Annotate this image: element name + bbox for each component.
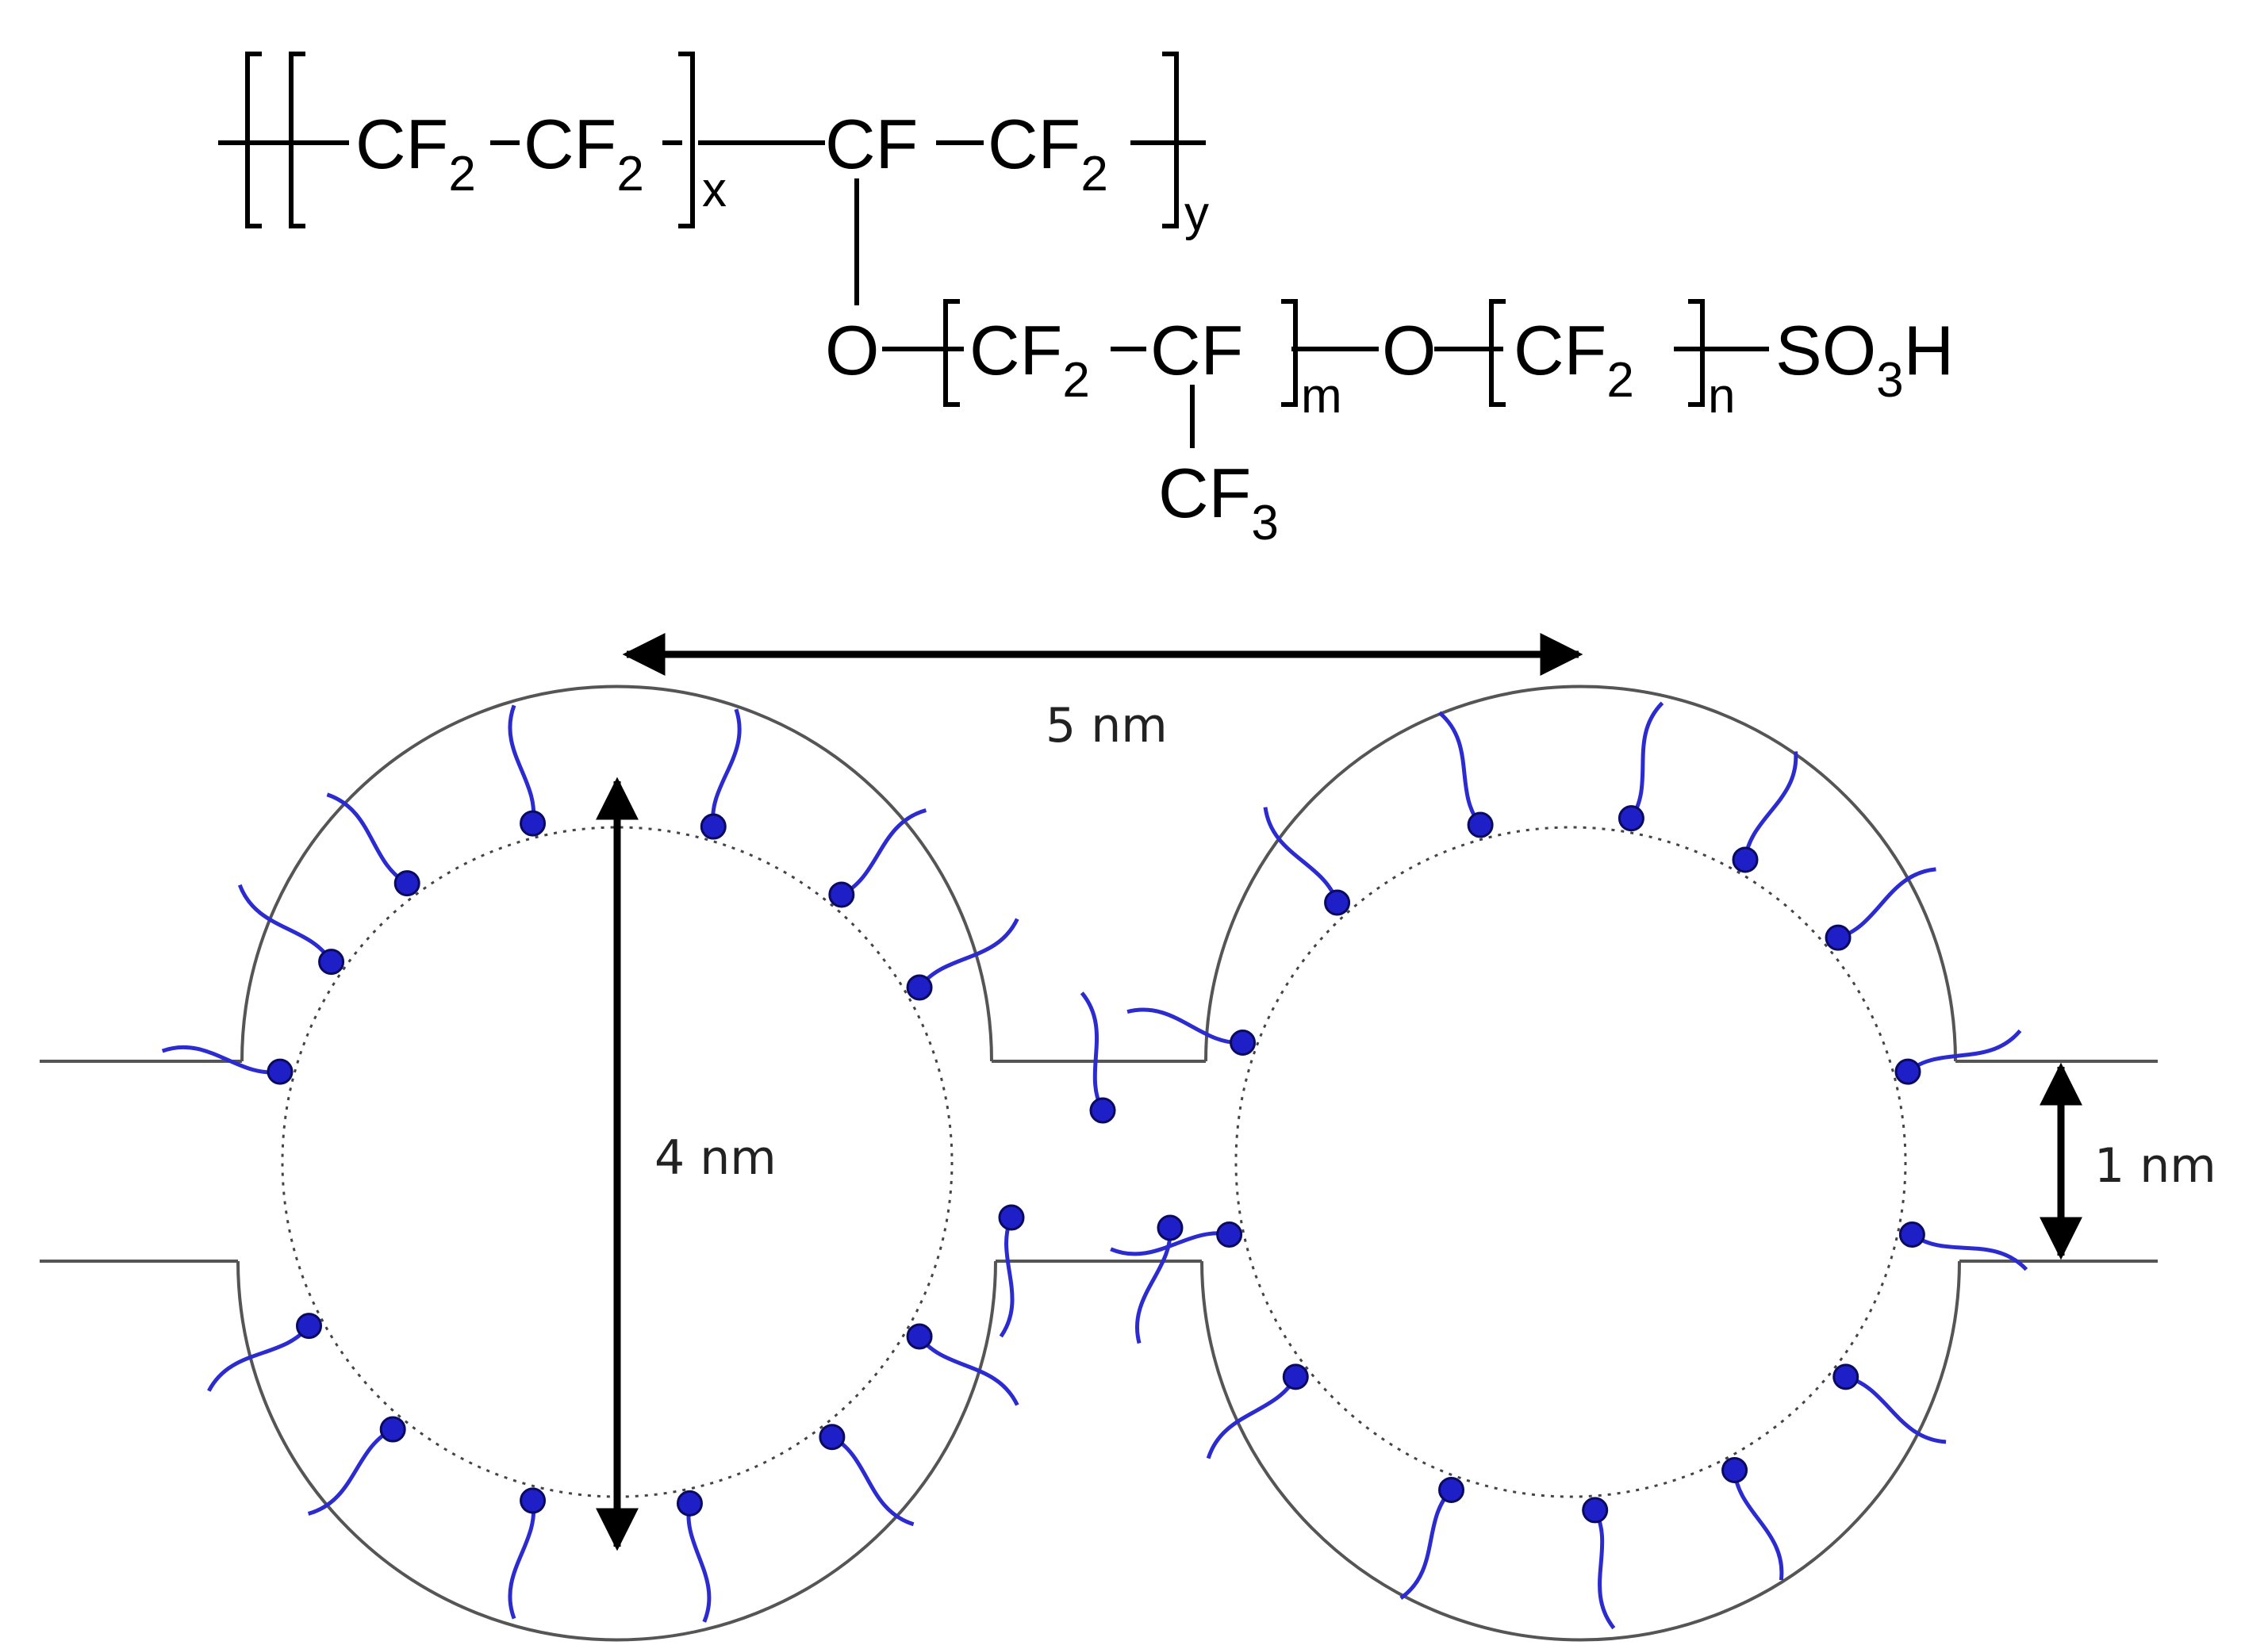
sulfonate-group-dot xyxy=(906,974,933,1001)
sidechain-tail xyxy=(207,1325,311,1392)
sidechain-tail xyxy=(711,708,742,827)
sulfonate-group-dot xyxy=(318,949,345,976)
sidechain-tail xyxy=(1910,1233,2028,1271)
sulfonate-group-dot xyxy=(1582,1497,1609,1524)
side-bracket-n-left xyxy=(1489,299,1506,407)
inner-bracket-left xyxy=(289,52,305,228)
atom-cf2-side: CF2 xyxy=(969,311,1090,408)
left-cluster-outline-top xyxy=(240,685,993,1062)
inner-water-boundaries xyxy=(281,826,1907,1498)
sulfonate-group-dot xyxy=(1894,1058,1921,1085)
sidechains xyxy=(161,701,2028,1630)
sulfonate-group-dot xyxy=(1825,924,1852,951)
sidechain-tail xyxy=(1399,1488,1453,1600)
sulfonate-group-dot xyxy=(1324,889,1351,916)
sulfonate-group-dot xyxy=(819,1424,846,1451)
side-bracket-m-left xyxy=(943,299,960,407)
sulfonate-group-dot xyxy=(998,1204,1025,1231)
channel-width-label: 1 nm xyxy=(2094,1138,2216,1194)
repeat-label-m: m xyxy=(1301,369,1342,424)
atom-oxygen-1: O xyxy=(825,311,879,389)
sidechain-tail xyxy=(1437,711,1483,826)
right-cluster-outline-bottom xyxy=(1200,1260,1961,1642)
sulfonate-group-dot xyxy=(1732,846,1759,873)
sidechain-tail xyxy=(1126,1007,1243,1045)
sulfonate-group-dot xyxy=(393,870,420,897)
sidechain-tail xyxy=(1263,807,1339,903)
atom-cf2-c: CF2 xyxy=(988,105,1108,201)
sidechain-tail xyxy=(307,1427,394,1516)
sidechain-tail xyxy=(1733,1470,1784,1581)
chemical-structure xyxy=(218,52,1769,448)
atom-cf-branch: CF xyxy=(825,105,918,183)
sulfonate-group-dot xyxy=(267,1058,294,1085)
sulfonate-group-dot xyxy=(1438,1476,1465,1503)
sulfonate-group-dot xyxy=(1230,1030,1257,1057)
sidechain-tail xyxy=(686,1502,712,1623)
sulfonate-group-dot xyxy=(828,881,855,908)
cluster-network xyxy=(40,685,2158,1642)
sulfonate-group-dot xyxy=(1898,1221,1925,1248)
sulfonate-group-dot xyxy=(1467,811,1494,838)
sulfonate-group-dot xyxy=(1157,1214,1184,1241)
atom-cf-side: CF xyxy=(1150,311,1243,389)
end-group-so3h: SO3H xyxy=(1775,311,1954,408)
sidechain-tail xyxy=(1629,701,1664,820)
sidechain-tail xyxy=(508,704,536,824)
sidechain-tail xyxy=(831,1435,915,1527)
sulfonate-group-dot xyxy=(1282,1363,1309,1390)
sidechain-tail xyxy=(1743,751,1798,861)
repeat-label-x: x xyxy=(702,163,727,217)
sulfonate-group-dot xyxy=(296,1313,323,1340)
right-cluster-outline-top xyxy=(1204,685,1957,1062)
sidechain-tail xyxy=(237,884,333,963)
sidechain-tail xyxy=(508,1500,536,1620)
sidechain-tail xyxy=(326,792,409,885)
atom-cf2-n: CF2 xyxy=(1514,311,1634,408)
right-cluster-inner-boundary xyxy=(1234,826,1907,1498)
pendant-cf3: CF3 xyxy=(1158,454,1279,550)
sulfonate-group-dot xyxy=(1089,1097,1116,1124)
atom-cf2-b: CF2 xyxy=(524,105,644,201)
sidechain-tail xyxy=(1135,1227,1172,1344)
sidechain-tail xyxy=(1906,1029,2022,1074)
sulfonate-group-dot xyxy=(700,813,727,840)
outer-bracket-left xyxy=(245,52,262,228)
repeat-label-n: n xyxy=(1708,369,1735,424)
repeat-label-y: y xyxy=(1184,186,1209,241)
sidechain-tail xyxy=(918,1335,1019,1406)
side-bracket-m-right xyxy=(1281,299,1298,407)
atom-oxygen-2: O xyxy=(1382,311,1436,389)
sulfonate-group-dot xyxy=(906,1323,933,1350)
sidechain-tail xyxy=(840,808,927,897)
spacing-label: 5 nm xyxy=(1046,698,1168,754)
sidechain-tail xyxy=(1110,1231,1230,1256)
dimension-arrows xyxy=(596,633,2082,1551)
chemical-labels: CF2 CF2 x CF CF2 y O CF2 CF m O CF2 n SO… xyxy=(355,105,1954,550)
sidechain-tail xyxy=(1837,867,1936,940)
sulfonate-group-dot xyxy=(379,1416,406,1443)
inner-bracket-right xyxy=(678,52,695,228)
diameter-label: 4 nm xyxy=(654,1130,777,1186)
sidechain-tail xyxy=(161,1045,281,1075)
sulfonate-group-dot xyxy=(676,1490,703,1517)
left-cluster-outline-bottom xyxy=(236,1260,997,1642)
sidechain-tail xyxy=(999,1216,1015,1338)
atom-cf2-a: CF2 xyxy=(355,105,476,201)
sulfonate-group-dot xyxy=(1216,1221,1243,1248)
sulfonate-group-dot xyxy=(1832,1363,1859,1390)
sidechain-tail xyxy=(1845,1375,1947,1444)
sulfonate-group-dot xyxy=(520,810,547,837)
sidechain-tail xyxy=(918,918,1019,989)
sulfonate-group-dot xyxy=(1618,805,1644,832)
outer-bracket-right xyxy=(1162,52,1179,228)
side-bracket-n-right xyxy=(1688,299,1705,407)
sulfonate-group-dot xyxy=(1721,1456,1748,1483)
sidechain-tail xyxy=(1080,991,1105,1112)
sidechain-tail xyxy=(1206,1375,1298,1459)
sidechain-tail xyxy=(1593,1509,1616,1630)
sulfonate-group-dot xyxy=(520,1487,547,1514)
